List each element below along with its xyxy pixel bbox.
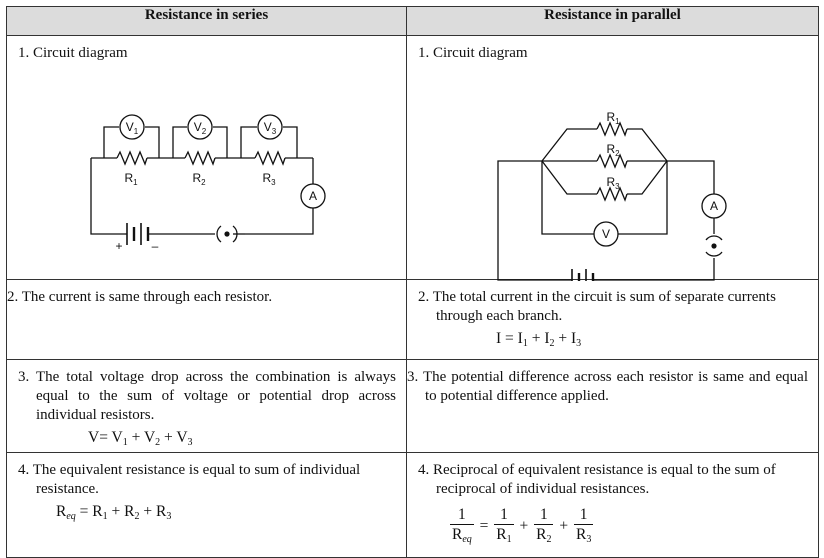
parallel-right-wire — [667, 160, 715, 194]
series-resistor-r1 — [116, 150, 148, 166]
series-resistor-r3 — [254, 150, 286, 166]
series-voltage-formula: V= V1 + V2 + V3 — [88, 429, 193, 448]
parallel-key — [705, 235, 723, 241]
row-equivalent-resistance: 4. The equivalent resistance is equal to… — [6, 452, 819, 558]
parallel-resistor-r1 — [596, 121, 628, 137]
series-v2-label: V2 — [194, 120, 207, 136]
parallel-point-2: 2. The total current in the circuit is s… — [418, 289, 776, 324]
series-v3-label: V3 — [264, 120, 277, 136]
series-current-cell: 2. The current is same through each resi… — [6, 279, 407, 360]
series-key — [216, 225, 222, 243]
row-voltage: 3. The total voltage drop across the com… — [6, 359, 819, 453]
parallel-r2-label: R2 — [606, 142, 620, 158]
series-battery-minus: – — [152, 239, 159, 253]
parallel-voltmeter-label: V — [602, 227, 610, 241]
parallel-circuit-diagram: R1 R2 R3 V A + – — [497, 110, 727, 281]
parallel-resistor-r3 — [596, 186, 628, 202]
series-point-1: 1. Circuit diagram — [18, 45, 128, 61]
parallel-diagram-cell: 1. Circuit diagram — [406, 35, 819, 281]
parallel-resistor-r2 — [596, 153, 628, 169]
parallel-ammeter-label: A — [710, 199, 718, 213]
series-ammeter — [300, 183, 326, 209]
series-voltmeter-2-leads — [172, 126, 187, 158]
series-r1-label: R1 — [124, 171, 138, 187]
parallel-point-3: 3. The potential difference across each … — [407, 369, 808, 404]
series-r2-label: R2 — [192, 171, 206, 187]
parallel-voltmeter-leads — [541, 161, 594, 235]
series-resistance-formula: Req = R1 + R2 + R3 — [56, 503, 172, 522]
comparison-table: Resistance in series Resistance in paral… — [6, 6, 819, 558]
header-parallel: Resistance in parallel — [406, 6, 819, 36]
parallel-current-cell: 2. The total current in the circuit is s… — [406, 279, 819, 360]
series-resistance-cell: 4. The equivalent resistance is equal to… — [6, 452, 407, 558]
series-voltmeter-1 — [119, 114, 145, 140]
series-voltmeter-2 — [187, 114, 213, 140]
series-voltmeter-3-leads — [240, 126, 257, 158]
header-row: Resistance in series Resistance in paral… — [6, 6, 819, 36]
parallel-left-wire — [497, 160, 572, 281]
series-point-3: 3. The total voltage drop across the com… — [18, 369, 396, 423]
parallel-voltmeter — [593, 221, 619, 247]
series-battery-plus: + — [115, 239, 122, 253]
header-series: Resistance in series — [6, 6, 407, 36]
series-diagram-cell: 1. Circuit diagram — [6, 35, 407, 280]
parallel-resistance-cell: 4. Reciprocal of equivalent resistance i… — [406, 452, 819, 558]
series-voltmeter-3 — [257, 114, 283, 140]
series-left-wire — [90, 158, 125, 235]
parallel-voltage-cell: 3. The potential difference across each … — [406, 359, 819, 453]
parallel-current-formula: I = I1 + I2 + I3 — [496, 330, 582, 349]
series-r3-label: R3 — [262, 171, 276, 187]
series-voltmeter-1-leads — [103, 126, 119, 158]
series-circuit-diagram: V1 V2 V3 R1 R2 R3 A + – — [90, 114, 326, 253]
series-point-2: 2. The current is same through each resi… — [7, 289, 273, 305]
parallel-r3-label: R3 — [606, 175, 620, 191]
row-circuit-diagram: 1. Circuit diagram — [6, 35, 819, 281]
parallel-point-4: 4. Reciprocal of equivalent resistance i… — [418, 462, 776, 497]
series-voltage-cell: 3. The total voltage drop across the com… — [6, 359, 407, 453]
parallel-point-1: 1. Circuit diagram — [418, 45, 528, 61]
row-current: 2. The current is same through each resi… — [6, 279, 819, 360]
series-ammeter-label: A — [309, 189, 317, 203]
series-v1-label: V1 — [126, 120, 139, 136]
parallel-r1-label: R1 — [606, 110, 620, 126]
series-point-4: 4. The equivalent resistance is equal to… — [18, 462, 361, 497]
series-resistor-r2 — [184, 150, 216, 166]
